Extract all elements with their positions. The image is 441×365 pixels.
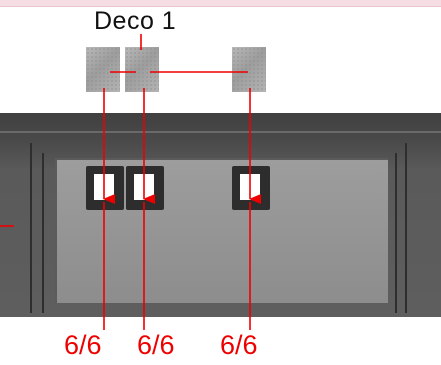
value-label-3: 6/6 — [220, 328, 258, 362]
value-label-2: 6/6 — [137, 328, 175, 362]
value-label-1: 6/6 — [64, 328, 102, 362]
